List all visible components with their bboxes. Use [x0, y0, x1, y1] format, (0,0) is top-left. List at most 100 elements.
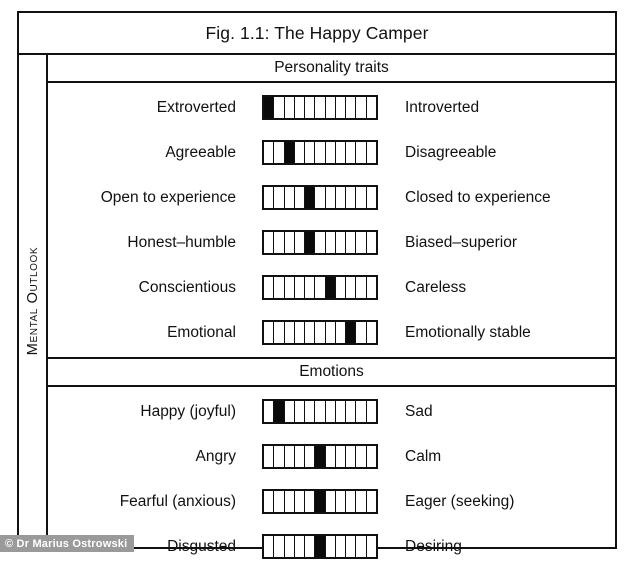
- scale-cell[interactable]: [346, 187, 357, 208]
- scale-cell[interactable]: [294, 277, 306, 298]
- scale-cell[interactable]: [335, 142, 347, 163]
- scale-cell[interactable]: [356, 142, 367, 163]
- scale-cell-selected[interactable]: [315, 491, 326, 512]
- scale-cell[interactable]: [294, 536, 306, 557]
- scale-cell[interactable]: [284, 446, 295, 467]
- scale-bar[interactable]: [262, 489, 378, 514]
- scale-cell[interactable]: [356, 446, 367, 467]
- scale-cell[interactable]: [284, 401, 295, 422]
- scale-cell[interactable]: [284, 491, 295, 512]
- scale-cell[interactable]: [274, 187, 285, 208]
- scale-cell-selected[interactable]: [325, 277, 336, 298]
- scale-cell[interactable]: [346, 491, 357, 512]
- scale-cell[interactable]: [274, 446, 285, 467]
- scale-cell[interactable]: [346, 277, 357, 298]
- scale-cell[interactable]: [335, 277, 347, 298]
- scale-bar[interactable]: [262, 534, 378, 559]
- scale-cell[interactable]: [335, 97, 347, 118]
- scale-cell[interactable]: [366, 277, 376, 298]
- scale-cell[interactable]: [325, 536, 336, 557]
- scale-cell[interactable]: [325, 142, 336, 163]
- scale-cell[interactable]: [294, 401, 306, 422]
- scale-cell-selected[interactable]: [264, 97, 275, 118]
- scale-cell[interactable]: [366, 446, 376, 467]
- scale-cell-selected[interactable]: [315, 536, 326, 557]
- scale-bar[interactable]: [262, 185, 378, 210]
- scale-cell[interactable]: [284, 277, 295, 298]
- scale-cell[interactable]: [305, 491, 316, 512]
- scale-cell-selected[interactable]: [274, 401, 285, 422]
- scale-cell[interactable]: [274, 232, 285, 253]
- scale-cell[interactable]: [305, 97, 316, 118]
- scale-bar[interactable]: [262, 399, 378, 424]
- scale-cell[interactable]: [346, 536, 357, 557]
- scale-cell[interactable]: [315, 142, 326, 163]
- scale-cell[interactable]: [366, 187, 376, 208]
- scale-cell[interactable]: [284, 536, 295, 557]
- scale-cell[interactable]: [325, 322, 336, 343]
- scale-bar[interactable]: [262, 444, 378, 469]
- scale-cell[interactable]: [335, 446, 347, 467]
- scale-cell[interactable]: [264, 401, 275, 422]
- scale-cell[interactable]: [274, 491, 285, 512]
- scale-cell[interactable]: [335, 491, 347, 512]
- scale-cell[interactable]: [366, 322, 376, 343]
- scale-cell[interactable]: [346, 97, 357, 118]
- scale-cell[interactable]: [305, 536, 316, 557]
- scale-cell-selected[interactable]: [315, 446, 326, 467]
- scale-cell[interactable]: [274, 536, 285, 557]
- scale-cell[interactable]: [274, 97, 285, 118]
- scale-cell[interactable]: [284, 187, 295, 208]
- scale-cell[interactable]: [366, 491, 376, 512]
- scale-cell[interactable]: [325, 232, 336, 253]
- scale-cell[interactable]: [356, 536, 367, 557]
- scale-cell[interactable]: [294, 322, 306, 343]
- scale-cell[interactable]: [335, 232, 347, 253]
- scale-cell[interactable]: [335, 322, 347, 343]
- scale-cell[interactable]: [315, 277, 326, 298]
- scale-cell[interactable]: [315, 401, 326, 422]
- scale-bar[interactable]: [262, 95, 378, 120]
- scale-cell[interactable]: [305, 142, 316, 163]
- scale-cell[interactable]: [325, 187, 336, 208]
- scale-cell[interactable]: [264, 232, 275, 253]
- scale-cell[interactable]: [356, 401, 367, 422]
- scale-cell[interactable]: [284, 232, 295, 253]
- scale-cell[interactable]: [335, 187, 347, 208]
- scale-cell-selected[interactable]: [305, 187, 316, 208]
- scale-bar[interactable]: [262, 230, 378, 255]
- scale-cell[interactable]: [366, 232, 376, 253]
- scale-cell[interactable]: [315, 97, 326, 118]
- scale-cell[interactable]: [356, 491, 367, 512]
- scale-cell[interactable]: [366, 401, 376, 422]
- scale-cell[interactable]: [346, 232, 357, 253]
- scale-cell-selected[interactable]: [284, 142, 295, 163]
- scale-cell[interactable]: [305, 446, 316, 467]
- scale-cell[interactable]: [294, 491, 306, 512]
- scale-cell[interactable]: [264, 322, 275, 343]
- scale-cell[interactable]: [284, 97, 295, 118]
- scale-cell[interactable]: [356, 277, 367, 298]
- scale-cell[interactable]: [274, 142, 285, 163]
- scale-cell[interactable]: [366, 536, 376, 557]
- scale-cell[interactable]: [294, 142, 306, 163]
- scale-cell[interactable]: [294, 232, 306, 253]
- scale-cell[interactable]: [274, 277, 285, 298]
- scale-cell[interactable]: [325, 97, 336, 118]
- scale-cell[interactable]: [264, 277, 275, 298]
- scale-cell[interactable]: [305, 401, 316, 422]
- scale-cell[interactable]: [325, 401, 336, 422]
- scale-cell[interactable]: [305, 277, 316, 298]
- scale-bar[interactable]: [262, 140, 378, 165]
- scale-cell[interactable]: [356, 232, 367, 253]
- scale-cell[interactable]: [366, 142, 376, 163]
- scale-cell[interactable]: [346, 446, 357, 467]
- scale-cell[interactable]: [356, 187, 367, 208]
- scale-cell[interactable]: [264, 491, 275, 512]
- scale-bar[interactable]: [262, 320, 378, 345]
- scale-cell[interactable]: [315, 232, 326, 253]
- scale-cell[interactable]: [346, 142, 357, 163]
- scale-cell[interactable]: [284, 322, 295, 343]
- scale-cell[interactable]: [325, 491, 336, 512]
- scale-cell[interactable]: [264, 536, 275, 557]
